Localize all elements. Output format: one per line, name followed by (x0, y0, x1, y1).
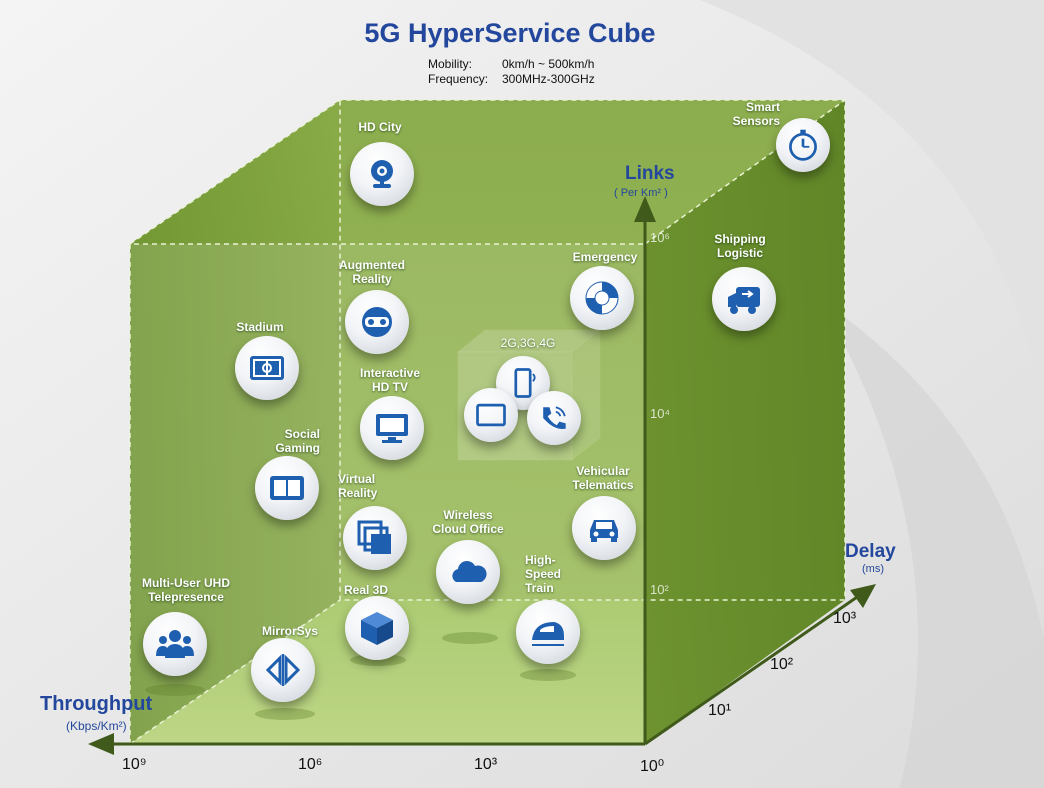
mobility-label: Mobility: (428, 57, 473, 71)
stadium-label: Stadium (236, 320, 284, 334)
interactive-hdtv-label: Interactive HD TV (359, 366, 421, 394)
frequency-label: Frequency: (428, 72, 489, 86)
links-tick: 10⁴ (650, 406, 671, 421)
cube-left-face (130, 100, 340, 744)
throughput-axis-arrow (88, 733, 114, 755)
tablet-icon (464, 388, 518, 442)
lifebuoy-icon (570, 266, 634, 330)
diagram-title: 5G HyperService Cube (364, 18, 656, 48)
high-speed-train-label: High- Speed Train (525, 553, 562, 595)
virtual-reality-label: Virtual Reality (338, 472, 378, 500)
phone-call-icon (527, 391, 581, 445)
wireless-cloud-office-label: Wireless Cloud Office (432, 508, 504, 536)
throughput-axis-title: Throughput (40, 693, 153, 715)
telepresence-label: Multi-User UHD Telepresence (141, 576, 230, 604)
links-tick: 10⁶ (650, 230, 670, 245)
layered-frames-icon (343, 506, 407, 570)
tablets-icon (255, 456, 319, 520)
throughput-axis-unit: (Kbps/Km²) (66, 719, 127, 733)
social-gaming-label: Social Gaming (275, 427, 320, 455)
vr-headset-icon (345, 290, 409, 354)
bullet-train-icon (516, 600, 580, 664)
cube-right-face (645, 100, 845, 744)
throughput-tick: 10⁹ (122, 756, 147, 773)
delay-tick: 10³ (833, 610, 857, 627)
delay-axis-arrow (850, 584, 876, 608)
throughput-tick: 10⁶ (298, 756, 323, 773)
frequency-line: Frequency: 300MHz-300GHz (428, 72, 595, 86)
real-3d-label: Real 3D (344, 583, 389, 597)
delivery-truck-icon (712, 267, 776, 331)
stadium-field-icon (235, 336, 299, 400)
cloud-icon (436, 540, 500, 604)
links-axis-title: Links (625, 163, 675, 184)
car-icon (572, 496, 636, 560)
cube-3d-icon (345, 596, 409, 660)
icon-shadows (145, 632, 576, 720)
links-tick: 10² (650, 582, 669, 597)
frequency-value: 300MHz-300GHz (502, 72, 595, 86)
stopwatch-icon (776, 118, 830, 172)
tv-monitor-icon (360, 396, 424, 460)
shipping-logistic-label: Shipping Logistic (714, 232, 766, 260)
delay-tick: 10¹ (708, 702, 732, 719)
users-group-icon (143, 612, 207, 676)
cube-dashed-edges (129, 99, 846, 745)
throughput-tick: 10⁰ (640, 758, 665, 775)
background-swirl (700, 0, 1044, 420)
hd-city-label: HD City (358, 120, 402, 134)
delay-axis-title: Delay (845, 541, 896, 562)
augmented-reality-label: Augmented Reality (339, 258, 405, 286)
webcam-icon (350, 142, 414, 206)
links-axis-unit: ( Per Km² ) (614, 187, 668, 199)
axis-lines (110, 215, 861, 746)
delay-axis-unit: (ms) (862, 563, 884, 575)
mobility-line: Mobility: 0km/h ~ 500km/h (428, 57, 594, 71)
vehicular-telematics-label: Vehicular Telematics (572, 464, 634, 492)
delay-tick: 10² (770, 656, 794, 673)
links-axis-arrow (634, 196, 656, 222)
mirrorsys-label: MirrorSys (261, 624, 319, 638)
legacy-network-label: 2G,3G,4G (500, 336, 556, 350)
mobility-value: 0km/h ~ 500km/h (502, 57, 595, 71)
emergency-label: Emergency (572, 250, 638, 264)
background-swirl (820, 300, 1044, 788)
smart-sensors-label: Smart Sensors (732, 100, 780, 128)
mirror-arrows-icon (251, 638, 315, 702)
throughput-tick: 10³ (474, 756, 498, 773)
